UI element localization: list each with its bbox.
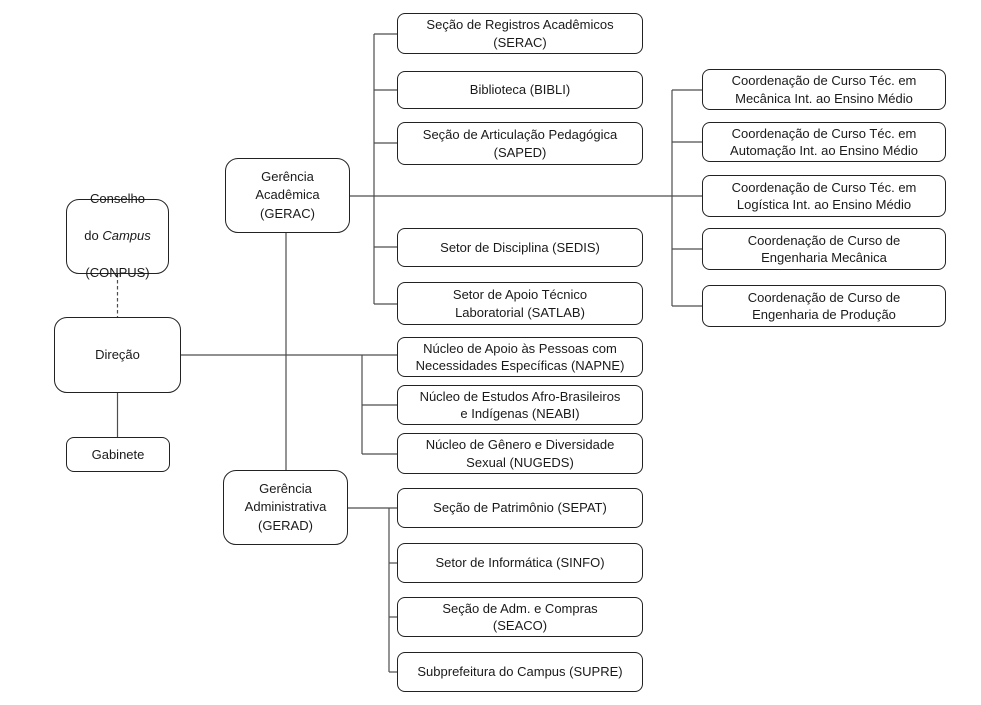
- org-box-serac: Seção de Registros Acadêmicos (SERAC): [397, 13, 643, 54]
- org-box-satlab-label: Setor de Apoio Técnico Laboratorial (SAT…: [452, 287, 588, 320]
- org-box-direcao-label: Direção: [95, 346, 140, 362]
- org-box-sinfo-label: Setor de Informática (SINFO): [435, 555, 605, 571]
- org-box-conselho-do-campus: Conselho do Campus (CONPUS): [66, 191, 169, 280]
- org-box-conselho-label: Conselho do Campus (CONPUS): [84, 191, 151, 281]
- org-box-gabinete-label: Gabinete: [91, 446, 145, 462]
- org-box-coord-eng-producao: Coordenação de Curso de Engenharia de Pr…: [702, 285, 946, 327]
- org-box-saped-label: Seção de Articulação Pedagógica (SAPED): [422, 127, 618, 160]
- org-box-neabi: Núcleo de Estudos Afro-Brasileiros e Ind…: [397, 385, 643, 425]
- org-box-coordmec-label: Coordenação de Curso Téc. em Mecânica In…: [731, 73, 917, 106]
- org-box-coord-eng-mecanica: Coordenação de Curso de Engenharia Mecân…: [702, 228, 946, 270]
- org-box-supre: Subprefeitura do Campus (SUPRE): [397, 652, 643, 692]
- org-box-sepat: Seção de Patrimônio (SEPAT): [397, 488, 643, 528]
- org-box-napne-label: Núcleo de Apoio às Pessoas com Necessida…: [415, 340, 625, 374]
- org-box-saped: Seção de Articulação Pedagógica (SAPED): [397, 122, 643, 165]
- org-box-gerencia-administrativa: Gerência Administrativa (GERAD): [223, 470, 348, 545]
- org-box-coord-tec-mecanica: Coordenação de Curso Téc. em Mecânica In…: [702, 69, 946, 110]
- org-box-gabinete: Gabinete: [66, 437, 170, 472]
- org-box-bibli-label: Biblioteca (BIBLI): [469, 82, 571, 98]
- org-box-neabi-label: Núcleo de Estudos Afro-Brasileiros e Ind…: [419, 388, 621, 422]
- org-box-napne: Núcleo de Apoio às Pessoas com Necessida…: [397, 337, 643, 377]
- org-box-gerac-label: Gerência Acadêmica (GERAC): [255, 168, 320, 221]
- org-box-satlab: Setor de Apoio Técnico Laboratorial (SAT…: [397, 282, 643, 325]
- org-box-coordengmec-label: Coordenação de Curso de Engenharia Mecân…: [747, 232, 901, 266]
- org-box-gerencia-academica: Gerência Acadêmica (GERAC): [225, 158, 350, 233]
- org-box-sedis: Setor de Disciplina (SEDIS): [397, 228, 643, 267]
- org-box-nugeds-label: Núcleo de Gênero e Diversidade Sexual (N…: [425, 437, 615, 470]
- org-box-coordauto-label: Coordenação de Curso Téc. em Automação I…: [730, 125, 918, 159]
- org-box-coordengprod-label: Coordenação de Curso de Engenharia de Pr…: [747, 289, 901, 323]
- org-box-gerad-label: Gerência Administrativa (GERAD): [244, 480, 327, 533]
- org-box-coord-tec-automacao: Coordenação de Curso Téc. em Automação I…: [702, 122, 946, 162]
- org-box-supre-label: Subprefeitura do Campus (SUPRE): [417, 664, 623, 680]
- org-box-direcao: Direção: [54, 317, 181, 393]
- org-box-biblioteca: Biblioteca (BIBLI): [397, 71, 643, 109]
- org-box-sinfo: Setor de Informática (SINFO): [397, 543, 643, 583]
- org-box-coord-tec-logistica: Coordenação de Curso Téc. em Logística I…: [702, 175, 946, 217]
- org-box-sepat-label: Seção de Patrimônio (SEPAT): [433, 500, 607, 516]
- org-box-nugeds: Núcleo de Gênero e Diversidade Sexual (N…: [397, 433, 643, 474]
- org-box-serac-label: Seção de Registros Acadêmicos (SERAC): [426, 17, 614, 50]
- org-box-sedis-label: Setor de Disciplina (SEDIS): [440, 239, 600, 255]
- org-box-seaco: Seção de Adm. e Compras (SEACO): [397, 597, 643, 637]
- org-box-coordlog-label: Coordenação de Curso Téc. em Logística I…: [731, 179, 917, 213]
- org-box-seaco-label: Seção de Adm. e Compras (SEACO): [442, 600, 598, 634]
